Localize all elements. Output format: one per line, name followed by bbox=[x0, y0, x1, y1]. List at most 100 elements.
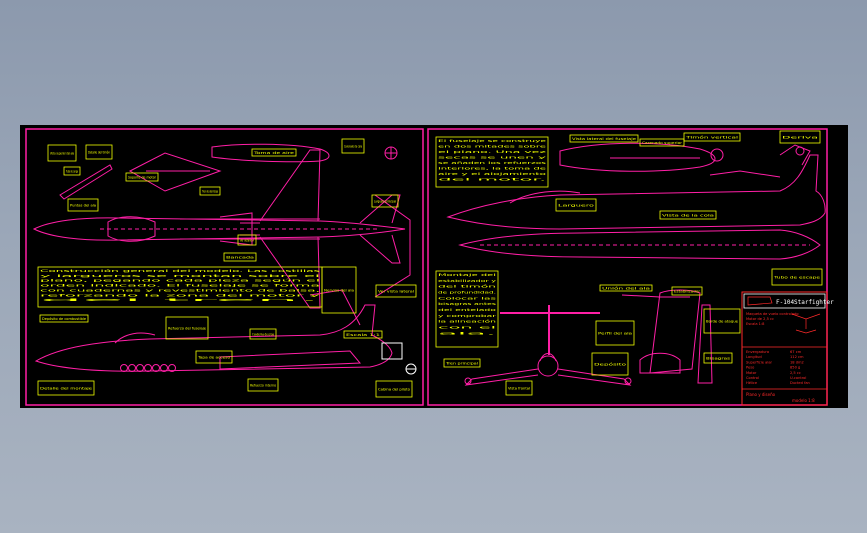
left-note-11: Bancada bbox=[223, 252, 257, 262]
right-note-15: Depósito bbox=[591, 352, 629, 376]
spec-label-3: Superficie alar bbox=[746, 360, 773, 364]
right-note-9: Perfil del ala bbox=[595, 320, 635, 346]
left-note-12-text: Nervios del ala bbox=[324, 288, 354, 292]
right-note-14: Vista frontal bbox=[505, 380, 533, 396]
left-note-10: Ver detalle A bbox=[237, 234, 257, 246]
spec-value-7: Ducted fan bbox=[790, 381, 810, 385]
right-note-5-text: Larguero bbox=[558, 203, 594, 207]
spec-value-6: U-control bbox=[790, 376, 806, 380]
left-note-14: Depósito de combustible bbox=[39, 314, 89, 323]
left-note-18-text: Tapa de acceso bbox=[197, 355, 230, 359]
left-paragraph: Construcción general del modelo. Las cos… bbox=[37, 266, 323, 308]
right-note-1: Vista lateral del fuselaje bbox=[569, 134, 639, 143]
right-note-3: Timón vertical bbox=[683, 132, 741, 142]
right-note-10: Borde de ataque bbox=[703, 308, 741, 334]
title-block-specs: Envergadura 67 cm Longitud 112 cm Superficie… bbox=[746, 350, 810, 385]
right-note-10-text: Borde de ataque bbox=[706, 319, 739, 323]
sheet-left-border bbox=[25, 128, 424, 406]
left-note-6-text: Tren de aterrizaje bbox=[201, 189, 218, 193]
right-note-3-text: Timón vertical bbox=[684, 135, 738, 139]
left-note-13-text: Refuerzo del fuselaje bbox=[168, 326, 207, 330]
title-block: F-104 Starfighter Maqueta de vuelo contr… bbox=[741, 291, 834, 406]
left-note-20-text: Cabina del piloto bbox=[378, 387, 410, 391]
right-note-11: Bisagras bbox=[703, 352, 733, 364]
left-note-5-text: Soporte de motor bbox=[128, 175, 156, 179]
front-and-tail-views bbox=[464, 289, 713, 386]
spec-value-3: 18 dm2 bbox=[790, 360, 804, 364]
left-note-18: Tapa de acceso bbox=[195, 350, 233, 364]
left-note-9-text: Larguero principal bbox=[374, 199, 396, 203]
right-note-2-text: Carenado superior bbox=[642, 141, 683, 145]
spec-label-1: Envergadura bbox=[746, 350, 769, 354]
left-note-1: Vista superior del ala bbox=[47, 144, 77, 162]
right-note-4-text: Deriva bbox=[782, 135, 818, 139]
right-note-12-text: Tubo de escape bbox=[772, 275, 821, 279]
left-note-3: Tubo de carga bbox=[63, 166, 81, 176]
sheet-right-border bbox=[427, 128, 828, 406]
right-note-6-text: Vista de la cola bbox=[662, 213, 714, 217]
title-block-line-1: Maqueta de vuelo controlado bbox=[746, 312, 799, 316]
spec-label-4: Peso bbox=[746, 366, 754, 370]
left-note-19: Refuerzo interno bbox=[247, 378, 279, 392]
spec-label-7: Hélice bbox=[746, 381, 758, 385]
left-note-17: Escala 1:1 bbox=[343, 330, 383, 339]
right-note-11-text: Bisagras bbox=[706, 356, 730, 360]
left-note-3-text: Tubo de carga bbox=[66, 169, 78, 173]
right-note-8: Estabilizador bbox=[671, 286, 703, 296]
left-note-7-text: Toma de aire bbox=[252, 151, 295, 155]
left-note-11-text: Bancada bbox=[226, 255, 254, 259]
left-note-2: Detalle del timón bbox=[85, 144, 113, 160]
left-note-10-text: Ver detalle A bbox=[240, 238, 254, 242]
title-block-footer-left: Plano y diseño bbox=[746, 392, 776, 397]
left-note-15: Cuaderna de proa bbox=[249, 328, 277, 340]
right-note-15-text: Depósito bbox=[594, 362, 626, 366]
left-note-15-text: Cuaderna de proa bbox=[252, 332, 274, 336]
spec-value-4: 850 g bbox=[790, 366, 800, 370]
left-note-1-text: Vista superior del ala bbox=[50, 151, 74, 155]
right-note-13-text: Tren principal bbox=[445, 361, 478, 365]
left-note-20: Cabina del piloto bbox=[375, 380, 413, 398]
left-note-6: Tren de aterrizaje bbox=[199, 186, 221, 196]
spec-label-5: Motor bbox=[746, 371, 757, 375]
right-note-1-text: Vista lateral del fuselaje bbox=[572, 137, 637, 141]
title-block-line-2: Motor de 2,5 cc bbox=[746, 317, 774, 321]
left-note-7: Toma de aire bbox=[251, 148, 297, 157]
left-note-21-text: Detalle del montaje bbox=[40, 386, 93, 390]
title-block-footer-right: modelo 1:8 bbox=[792, 398, 815, 403]
left-note-21: Detalle del montaje bbox=[37, 380, 95, 396]
left-note-5: Soporte de motor bbox=[125, 172, 159, 182]
right-note-7-text: Unión del ala bbox=[602, 286, 650, 290]
left-note-4-text: Puntas del ala bbox=[70, 203, 96, 207]
left-note-8: Carenado de cola bbox=[341, 138, 365, 154]
title-block-header-right: Starfighter bbox=[794, 299, 834, 306]
spec-value-2: 112 cm bbox=[790, 355, 804, 359]
left-note-14-text: Depósito de combustible bbox=[42, 317, 87, 321]
spec-value-5: 2,5 cc bbox=[790, 371, 801, 375]
spec-label-2: Longitud bbox=[746, 355, 762, 359]
fuselage-side-view bbox=[446, 142, 826, 260]
right-note-14-text: Vista frontal bbox=[508, 386, 530, 390]
left-note-8-text: Carenado de cola bbox=[344, 144, 362, 148]
left-note-2-text: Detalle del timón bbox=[88, 150, 110, 154]
left-paragraph-text: Construcción general del modelo. Las cos… bbox=[40, 269, 321, 302]
left-note-17-text: Escala 1:1 bbox=[346, 333, 380, 337]
right-note-5: Larguero bbox=[555, 198, 597, 212]
right-note-7: Unión del ala bbox=[599, 284, 653, 292]
right-note-9-text: Perfil del ala bbox=[598, 331, 632, 335]
title-block-header-left: F-104 bbox=[776, 299, 794, 306]
spec-value-1: 67 cm bbox=[790, 350, 802, 354]
right-note-6: Vista de la cola bbox=[659, 210, 717, 220]
left-note-12: Nervios del ala bbox=[321, 266, 357, 314]
left-note-9: Larguero principal bbox=[371, 194, 399, 208]
spec-label-6: Control bbox=[746, 376, 759, 380]
right-note-13: Tren principal bbox=[443, 358, 481, 368]
right-note-12: Tubo de escape bbox=[771, 268, 823, 286]
right-note-2: Carenado superior bbox=[639, 138, 685, 147]
left-note-4: Puntas del ala bbox=[67, 198, 99, 212]
